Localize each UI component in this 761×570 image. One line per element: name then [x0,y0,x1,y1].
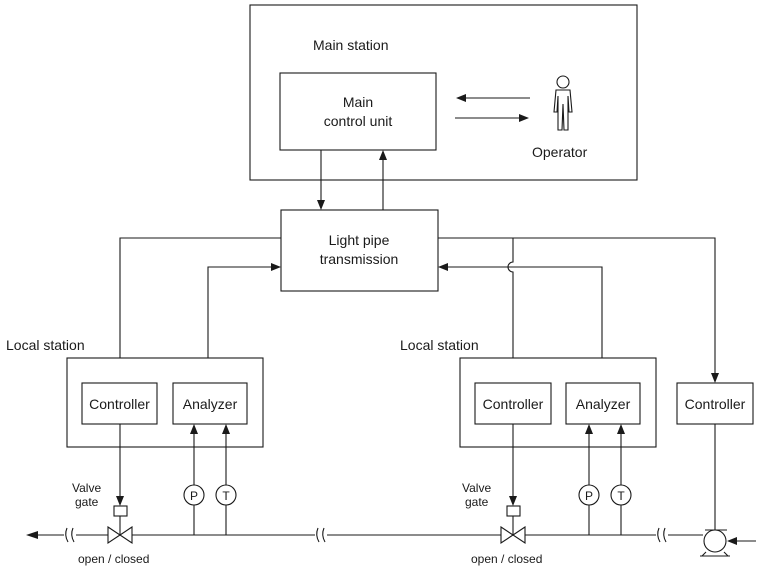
pressure-sensor: P [578,424,600,535]
controller-box [474,382,552,425]
valve-label-line1: Valve [462,481,491,495]
main-station-title: Main station [313,37,388,53]
analyzer-label: Analyzer [183,396,238,412]
main-control-unit-label-line1: Main [343,94,373,110]
temperature-sensor-label: T [222,489,230,503]
pressure-sensor-label: P [585,489,593,503]
flow-out-arrow [26,531,38,539]
pressure-sensor-label: P [190,489,198,503]
controller-label: Controller [89,396,150,412]
pump-icon [700,529,730,557]
controller-box [81,382,158,425]
main-control-unit-label-line2: control unit [324,113,393,129]
transmission-label-line1: Light pipe [329,232,390,248]
signal-lines [116,237,719,383]
transmission: Light pipe transmission [280,209,439,292]
pump-controller: Controller [676,382,754,530]
pipe-break-icon [657,527,667,543]
flow-in-arrow [727,537,737,545]
valve-label-line2: gate [465,495,489,509]
pipeline [26,527,756,557]
temperature-sensor: T [610,424,632,535]
pipe-break-icon [316,527,326,543]
local-station-right: Local station Controller Analyzer Valve … [400,337,657,566]
valve-gate-icon [500,505,526,545]
transmission-label-line2: transmission [320,251,399,267]
pipe-break-icon [65,527,75,543]
local-station-title: Local station [6,337,85,353]
controller-label: Controller [483,396,544,412]
analyzer-label: Analyzer [576,396,631,412]
pressure-sensor: P [183,424,205,535]
main-control-unit-box [279,72,437,151]
main-to-transmission-arrows [317,150,387,210]
analyzer-box [172,382,248,425]
analyzer-box [565,382,641,425]
pump-controller-label: Controller [685,396,746,412]
operator-link-arrows [455,94,530,122]
temperature-sensor-label: T [617,489,625,503]
valve-label-line2: gate [75,495,99,509]
local-station-left: Local station Controller Analyzer Valve … [6,337,264,566]
local-station-title: Local station [400,337,479,353]
temperature-sensor: T [215,424,237,535]
light-pipe-transmission-box [280,209,439,292]
pump-controller-box [676,382,754,425]
main-station: Main station Main control unit Operator [249,4,638,181]
valve-state-label: open / closed [78,552,149,566]
operator-label: Operator [532,144,588,160]
valve-label-line1: Valve [72,481,101,495]
valve-gate-icon [107,505,133,545]
person-icon [553,75,573,131]
valve-state-label: open / closed [471,552,542,566]
